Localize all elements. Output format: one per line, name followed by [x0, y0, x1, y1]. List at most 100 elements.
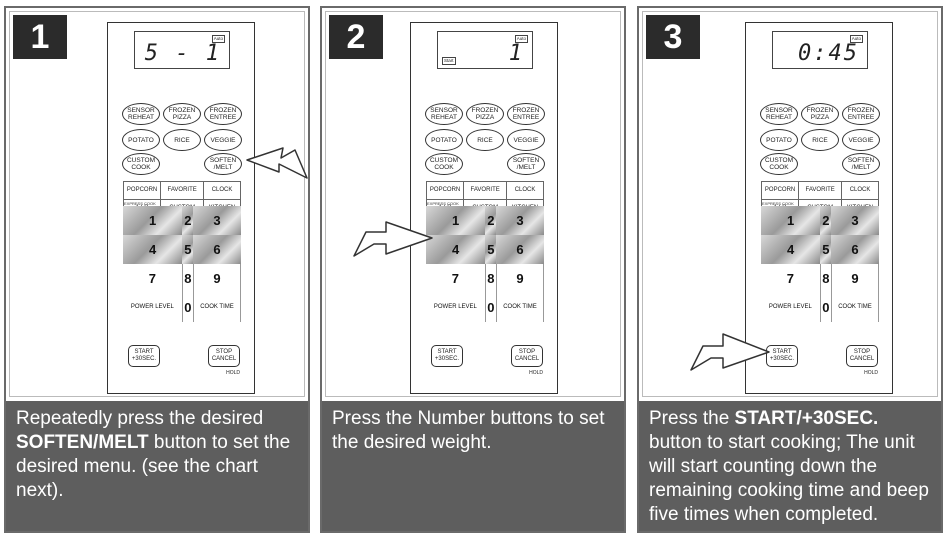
- key-8[interactable]: 8: [485, 264, 497, 293]
- display-digits: 1: [508, 41, 524, 66]
- potato-button[interactable]: POTATO: [760, 129, 798, 151]
- start-button[interactable]: START +30SEC.: [766, 345, 798, 367]
- key-0[interactable]: 0: [182, 293, 194, 322]
- step-2-caption: Press the Number buttons to set the desi…: [322, 401, 624, 531]
- key-7[interactable]: 7: [123, 264, 183, 293]
- clock-button[interactable]: CLOCK: [506, 181, 544, 200]
- step-number: 1: [13, 15, 67, 59]
- key-3[interactable]: 3: [831, 206, 879, 235]
- key-3[interactable]: 3: [496, 206, 544, 235]
- express-cook-label: EXPRESS COOK: [762, 201, 794, 206]
- caption-button-name: SOFTEN/MELT: [16, 432, 149, 453]
- caption-button-name: START/+30SEC.: [734, 408, 879, 429]
- key-8[interactable]: 8: [182, 264, 194, 293]
- custom-cook-button[interactable]: CUSTOM COOK: [425, 153, 463, 175]
- frozen-entree-button[interactable]: FROZEN ENTREE: [204, 103, 242, 125]
- lcd-display: Auto 5 - 1: [134, 31, 230, 69]
- step-3-panel: 3 Auto 0:45 SENSOR REHEAT FROZEN PIZZA F…: [637, 6, 943, 533]
- clock-button[interactable]: CLOCK: [841, 181, 879, 200]
- key-5[interactable]: 5: [820, 235, 832, 264]
- clock-button[interactable]: CLOCK: [203, 181, 241, 200]
- frozen-entree-button[interactable]: FROZEN ENTREE: [507, 103, 545, 125]
- power-level-button[interactable]: POWER LEVEL: [123, 293, 183, 322]
- stop-cancel-button[interactable]: STOP CANCEL: [846, 345, 878, 367]
- popcorn-button[interactable]: POPCORN: [760, 181, 800, 200]
- popcorn-button[interactable]: POPCORN: [122, 181, 162, 200]
- start-indicator: Start: [442, 57, 456, 65]
- rice-button[interactable]: RICE: [466, 129, 504, 151]
- key-1[interactable]: 1: [123, 206, 183, 235]
- step-number: 2: [329, 15, 383, 59]
- cook-time-button[interactable]: COOK TIME: [831, 293, 880, 322]
- key-9[interactable]: 9: [496, 264, 545, 293]
- sensor-reheat-button[interactable]: SENSOR REHEAT: [425, 103, 463, 125]
- start-button[interactable]: START +30SEC.: [128, 345, 160, 367]
- key-3[interactable]: 3: [193, 206, 241, 235]
- key-2[interactable]: 2: [820, 206, 832, 235]
- favorite-button[interactable]: FAVORITE: [798, 181, 843, 200]
- key-1[interactable]: 1: [426, 206, 486, 235]
- soften-melt-button[interactable]: SOFTEN /MELT: [507, 153, 545, 175]
- start-button[interactable]: START +30SEC.: [431, 345, 463, 367]
- rice-button[interactable]: RICE: [163, 129, 201, 151]
- favorite-button[interactable]: FAVORITE: [160, 181, 205, 200]
- key-5[interactable]: 5: [182, 235, 194, 264]
- veggie-button[interactable]: VEGGIE: [842, 129, 880, 151]
- key-6[interactable]: 6: [831, 235, 879, 264]
- step-2-panel: 2 Auto Start 1 SENSOR REHEAT FROZEN PIZZ…: [320, 6, 626, 533]
- step-1-panel: 1 Auto 5 - 1 SENSOR REHEAT FROZEN PIZZA …: [4, 6, 310, 533]
- cook-time-button[interactable]: COOK TIME: [496, 293, 545, 322]
- frozen-entree-button[interactable]: FROZEN ENTREE: [842, 103, 880, 125]
- potato-button[interactable]: POTATO: [425, 129, 463, 151]
- custom-cook-button[interactable]: CUSTOM COOK: [760, 153, 798, 175]
- key-9[interactable]: 9: [193, 264, 242, 293]
- soften-melt-button[interactable]: SOFTEN /MELT: [842, 153, 880, 175]
- rice-button[interactable]: RICE: [801, 129, 839, 151]
- popcorn-button[interactable]: POPCORN: [425, 181, 465, 200]
- favorite-button[interactable]: FAVORITE: [463, 181, 508, 200]
- key-7[interactable]: 7: [761, 264, 821, 293]
- key-0[interactable]: 0: [485, 293, 497, 322]
- key-0[interactable]: 0: [820, 293, 832, 322]
- key-4[interactable]: 4: [426, 235, 486, 264]
- key-2[interactable]: 2: [182, 206, 194, 235]
- step-number: 3: [646, 15, 700, 59]
- step-1-figure: 1 Auto 5 - 1 SENSOR REHEAT FROZEN PIZZA …: [9, 11, 308, 397]
- key-5[interactable]: 5: [485, 235, 497, 264]
- sensor-reheat-button[interactable]: SENSOR REHEAT: [122, 103, 160, 125]
- pointer-arrow-icon: [353, 221, 433, 257]
- sensor-reheat-button[interactable]: SENSOR REHEAT: [760, 103, 798, 125]
- frozen-pizza-button[interactable]: FROZEN PIZZA: [466, 103, 504, 125]
- stop-cancel-button[interactable]: STOP CANCEL: [511, 345, 543, 367]
- auto-indicator: Auto: [514, 35, 528, 43]
- veggie-button[interactable]: VEGGIE: [204, 129, 242, 151]
- key-9[interactable]: 9: [831, 264, 880, 293]
- veggie-button[interactable]: VEGGIE: [507, 129, 545, 151]
- step-1-caption: Repeatedly press the desired SOFTEN/MELT…: [6, 401, 308, 531]
- frozen-pizza-button[interactable]: FROZEN PIZZA: [801, 103, 839, 125]
- key-4[interactable]: 4: [123, 235, 183, 264]
- power-level-button[interactable]: POWER LEVEL: [761, 293, 821, 322]
- key-8[interactable]: 8: [820, 264, 832, 293]
- soften-melt-button[interactable]: SOFTEN /MELT: [204, 153, 242, 175]
- lcd-display: Auto 0:45: [772, 31, 868, 69]
- key-1[interactable]: 1: [761, 206, 821, 235]
- cook-time-button[interactable]: COOK TIME: [193, 293, 242, 322]
- key-6[interactable]: 6: [496, 235, 544, 264]
- key-4[interactable]: 4: [761, 235, 821, 264]
- key-6[interactable]: 6: [193, 235, 241, 264]
- hold-label: HOLD: [226, 370, 240, 376]
- key-7[interactable]: 7: [426, 264, 486, 293]
- custom-cook-button[interactable]: CUSTOM COOK: [122, 153, 160, 175]
- hold-label: HOLD: [864, 370, 878, 376]
- control-panel: Auto Start 1 SENSOR REHEAT FROZEN PIZZA …: [410, 22, 558, 394]
- stop-cancel-button[interactable]: STOP CANCEL: [208, 345, 240, 367]
- caption-text: Repeatedly press the desired: [16, 408, 264, 429]
- control-panel: Auto 5 - 1 SENSOR REHEAT FROZEN PIZZA FR…: [107, 22, 255, 394]
- potato-button[interactable]: POTATO: [122, 129, 160, 151]
- auto-indicator: Auto: [849, 35, 863, 43]
- key-2[interactable]: 2: [485, 206, 497, 235]
- power-level-button[interactable]: POWER LEVEL: [426, 293, 486, 322]
- frozen-pizza-button[interactable]: FROZEN PIZZA: [163, 103, 201, 125]
